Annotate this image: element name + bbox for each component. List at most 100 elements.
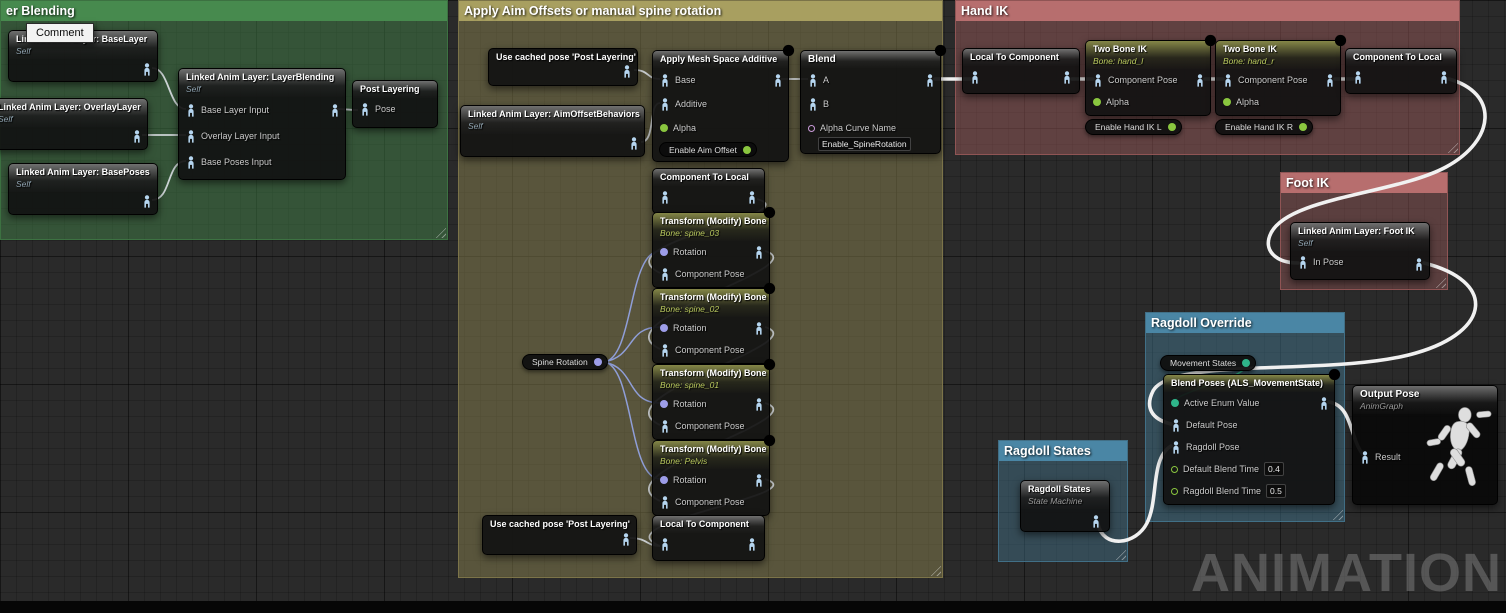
active-enum-pin[interactable] — [1171, 399, 1179, 407]
alpha-pin[interactable] — [1093, 98, 1101, 106]
node-linked-anim-layer-layerblending[interactable]: Linked Anim Layer: LayerBlending Self Ba… — [178, 68, 346, 180]
pose-out-pin[interactable] — [747, 191, 757, 204]
pose-pin[interactable] — [1298, 256, 1308, 269]
movement-states-pill[interactable]: Movement States — [1160, 355, 1257, 371]
node-linked-anim-layer-baseposes[interactable]: Linked Anim Layer: BasePoses Self — [8, 163, 158, 215]
pose-pin[interactable] — [1360, 451, 1370, 464]
pose-out-pin[interactable] — [1439, 71, 1449, 84]
node-post-layering[interactable]: Post Layering Pose — [352, 80, 438, 128]
pose-pin[interactable] — [660, 268, 670, 281]
alpha-pin[interactable] — [1223, 98, 1231, 106]
comment-resize-handle[interactable] — [928, 563, 941, 576]
pose-in-pin[interactable] — [970, 71, 980, 84]
float-pin[interactable] — [1171, 465, 1178, 473]
pose-pin[interactable] — [1093, 74, 1103, 87]
node-two-bone-ik-right[interactable]: Two Bone IK Bone: hand_r Component Pose … — [1215, 40, 1341, 116]
pose-pin[interactable] — [1223, 74, 1233, 87]
pose-out-pin[interactable] — [629, 137, 639, 150]
pose-pin[interactable] — [1171, 441, 1181, 454]
pose-pin[interactable] — [186, 156, 196, 169]
pose-out-pin[interactable] — [1319, 397, 1329, 410]
node-transform-modify-bone-spine-01[interactable]: Transform (Modify) Bone Bone: spine_01 R… — [652, 364, 770, 440]
pose-out-pin[interactable] — [1062, 71, 1072, 84]
pose-in-pin[interactable] — [660, 538, 670, 551]
node-use-cached-pose-bottom[interactable]: Use cached pose 'Post Layering' — [482, 515, 637, 555]
pose-out-pin[interactable] — [330, 104, 340, 117]
alpha-curve-name-input[interactable]: Enable_SpineRotation — [818, 136, 911, 151]
node-ragdoll-states[interactable]: Ragdoll States State Machine — [1020, 480, 1110, 532]
comment-resize-handle[interactable] — [1433, 275, 1446, 288]
enable-hand-ik-l-pill[interactable]: Enable Hand IK L — [1085, 119, 1182, 135]
node-linked-anim-layer-aimoffsetbehaviors[interactable]: Linked Anim Layer: AimOffsetBehaviors Se… — [460, 105, 645, 157]
node-local-to-component-hand[interactable]: Local To Component — [962, 48, 1080, 94]
pose-out-pin[interactable] — [1414, 258, 1424, 271]
pose-out-pin[interactable] — [754, 246, 764, 259]
pose-out-pin[interactable] — [773, 74, 783, 87]
pose-out-pin[interactable] — [1091, 515, 1101, 528]
comment-title[interactable]: Ragdoll States — [999, 441, 1127, 461]
pose-pin[interactable] — [186, 130, 196, 143]
rotation-pin[interactable] — [660, 324, 668, 332]
comment-title[interactable]: Hand IK — [956, 1, 1459, 21]
pin-label: Base Layer Input — [201, 105, 270, 115]
comment-resize-handle[interactable] — [1330, 507, 1343, 520]
pose-out-pin[interactable] — [925, 74, 935, 87]
comment-resize-handle[interactable] — [1113, 547, 1126, 560]
pose-pin[interactable] — [186, 104, 196, 117]
comment-resize-handle[interactable] — [1445, 140, 1458, 153]
alpha-pin[interactable] — [660, 124, 668, 132]
spine-rotation-pill[interactable]: Spine Rotation — [522, 354, 608, 370]
node-apply-mesh-space-additive[interactable]: Apply Mesh Space Additive Base Additive … — [652, 50, 789, 162]
rotation-pin[interactable] — [660, 476, 668, 484]
pose-pin[interactable] — [660, 344, 670, 357]
float-pin[interactable] — [1171, 487, 1178, 495]
enable-hand-ik-r-pill[interactable]: Enable Hand IK R — [1215, 119, 1314, 135]
pose-pin[interactable] — [1171, 419, 1181, 432]
pose-pin[interactable] — [660, 74, 670, 87]
node-linked-anim-layer-foot-ik[interactable]: Linked Anim Layer: Foot IK Self In Pose — [1290, 222, 1430, 280]
alpha-curve-name-pin[interactable] — [808, 124, 815, 132]
node-two-bone-ik-left[interactable]: Two Bone IK Bone: hand_l Component Pose … — [1085, 40, 1211, 116]
node-use-cached-pose-top[interactable]: Use cached pose 'Post Layering' — [488, 48, 638, 86]
node-transform-modify-bone-spine-03[interactable]: Transform (Modify) Bone Bone: spine_03 R… — [652, 212, 770, 288]
pose-out-pin[interactable] — [142, 63, 152, 76]
pose-in-pin[interactable] — [1353, 71, 1363, 84]
node-transform-modify-bone-pelvis[interactable]: Transform (Modify) Bone Bone: Pelvis Rot… — [652, 440, 770, 516]
pose-pin[interactable] — [660, 420, 670, 433]
pose-out-pin[interactable] — [747, 538, 757, 551]
pose-out-pin[interactable] — [754, 322, 764, 335]
node-local-to-component-spine[interactable]: Local To Component — [652, 515, 765, 561]
pose-out-pin[interactable] — [622, 65, 632, 78]
pose-in-pin[interactable] — [660, 191, 670, 204]
enable-aim-offset-pill[interactable]: Enable Aim Offset — [659, 142, 757, 157]
pose-pin[interactable] — [808, 74, 818, 87]
node-component-to-local-spine[interactable]: Component To Local — [652, 168, 765, 214]
pose-out-pin[interactable] — [132, 130, 142, 143]
default-blend-time-input[interactable]: 0.4 — [1264, 462, 1284, 476]
node-blend-poses-movementstate[interactable]: Blend Poses (ALS_MovementState) Active E… — [1163, 374, 1335, 505]
node-transform-modify-bone-spine-02[interactable]: Transform (Modify) Bone Bone: spine_02 R… — [652, 288, 770, 364]
node-component-to-local-hand[interactable]: Component To Local — [1345, 48, 1457, 94]
comment-title[interactable]: Ragdoll Override — [1146, 313, 1344, 333]
comment-title[interactable]: Apply Aim Offsets or manual spine rotati… — [459, 1, 942, 21]
comment-title[interactable]: er Blending — [1, 1, 447, 21]
pose-out-pin[interactable] — [621, 533, 631, 546]
pose-out-pin[interactable] — [754, 474, 764, 487]
rotation-pin[interactable] — [660, 400, 668, 408]
node-linked-anim-layer-overlaylayer[interactable]: Linked Anim Layer: OverlayLayer Self — [0, 98, 148, 150]
comment-resize-handle[interactable] — [433, 225, 446, 238]
pose-out-pin[interactable] — [142, 195, 152, 208]
pose-pin[interactable] — [660, 496, 670, 509]
node-blend[interactable]: Blend A B Alpha Curve Name Enable_SpineR… — [800, 50, 941, 154]
ragdoll-blend-time-input[interactable]: 0.5 — [1266, 484, 1286, 498]
pose-pin[interactable] — [360, 103, 370, 116]
pose-pin[interactable] — [808, 98, 818, 111]
pose-out-pin[interactable] — [1325, 74, 1335, 87]
pose-pin[interactable] — [660, 98, 670, 111]
rotation-pin[interactable] — [660, 248, 668, 256]
node-output-pose[interactable]: Output Pose AnimGraph Result — [1352, 385, 1498, 505]
comment-title[interactable]: Foot IK — [1281, 173, 1447, 193]
pose-out-pin[interactable] — [754, 398, 764, 411]
pose-out-pin[interactable] — [1195, 74, 1205, 87]
